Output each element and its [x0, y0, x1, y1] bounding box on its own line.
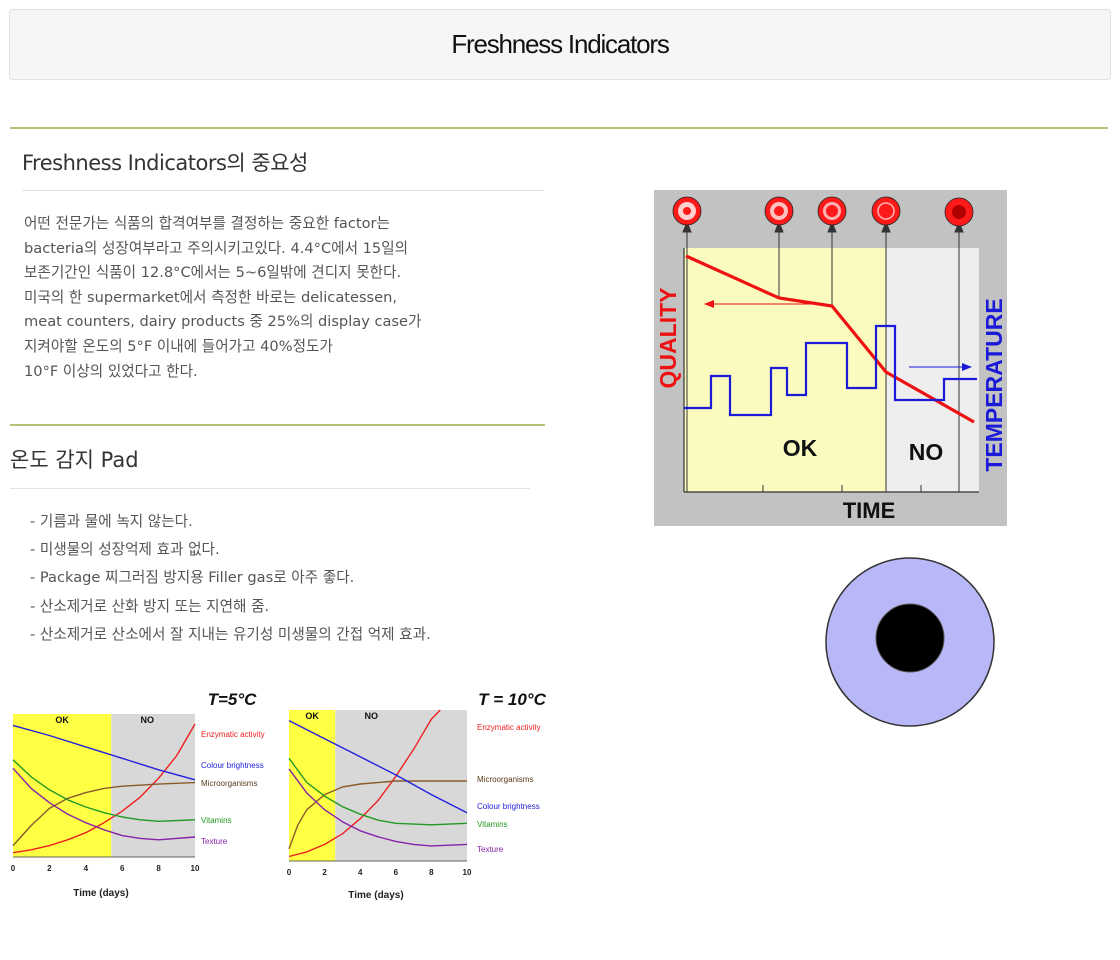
zone-ok-label: OK [55, 715, 69, 725]
list-item: - 산소제거로 산소에서 잘 지내는 유기성 미생물의 간접 억제 효과. [30, 625, 431, 643]
chart-zone-no [335, 710, 467, 861]
pad-feature-list: - 기름과 물에 녹지 않는다. - 미생물의 성장억제 효과 없다. - Pa… [30, 508, 431, 649]
series-line-microorganisms [288, 780, 467, 850]
quality-arrow [704, 300, 822, 308]
series-lines [12, 723, 196, 854]
ok-zone [684, 248, 886, 492]
temperature-label: TEMPERATURE [981, 298, 1007, 471]
x-axis-label: Time (days) [348, 890, 403, 901]
importance-paragraph: 어떤 전문가는 식품의 합격여부를 결정하는 중요한 factor는 bacte… [24, 212, 524, 384]
legend-vitamins: Vitamins [201, 816, 232, 825]
diagram-ticks [762, 485, 922, 492]
temperature-arrow [909, 363, 972, 371]
freshness-chart-10c: OK NO 0 2 4 6 8 10 T = 10°C Time (days) Enzym… [287, 690, 547, 901]
legend-microorganisms: Microorganisms [201, 779, 257, 788]
series-line-colour-brightness [288, 719, 468, 814]
list-item: - 기름과 물에 녹지 않는다. [30, 513, 193, 530]
legend-vitamins: Vitamins [477, 820, 508, 829]
list-item: - 산소제거로 산화 방지 또는 지연해 줌. [30, 597, 270, 615]
ok-label: OK [783, 435, 818, 461]
x-axis-label: Time (days) [73, 888, 128, 899]
series-line-vitamins [12, 759, 196, 823]
paragraph-line: 어떤 전문가는 식품의 합격여부를 결정하는 중요한 factor는 [24, 215, 390, 232]
paragraph-line: 보존기간인 식품이 12.8°C에서는 5~6일밖에 견디지 못한다. [24, 264, 402, 282]
legend-texture: Texture [477, 845, 504, 854]
list-item: - 미생물의 성장억제 효과 없다. [30, 541, 220, 559]
zone-no-label: NO [141, 715, 155, 725]
zone-no-label: NO [365, 711, 379, 721]
chart-zone-ok [289, 710, 336, 861]
x-tick-label: 0 [287, 868, 292, 877]
section-title-pad: 온도 감지 Pad [10, 448, 139, 472]
x-tick-label: 4 [84, 864, 89, 873]
legend-enzymatic-activity: Enzymatic activity [201, 730, 265, 739]
x-tick-label: 6 [120, 864, 125, 873]
indicator-dot [944, 197, 974, 227]
time-label: TIME [843, 498, 896, 523]
temperature-pad-image [825, 557, 995, 727]
x-tick-labels: 0 2 4 6 8 10 [11, 864, 200, 873]
series-line-texture [12, 767, 196, 841]
temperature-line [684, 324, 977, 417]
x-tick-label: 0 [11, 864, 16, 873]
x-tick-label: 2 [322, 868, 327, 877]
paragraph-line: 10°F 이상의 있었다고 한다. [24, 362, 198, 380]
x-tick-labels: 0 2 4 6 8 10 [287, 868, 472, 877]
quality-line [685, 254, 975, 424]
indicator-dot [764, 196, 794, 226]
indicator-dot [672, 196, 702, 226]
legend-colour-brightness: Colour brightness [201, 761, 264, 770]
series-line-vitamins [288, 757, 468, 826]
indicator-arrows [682, 220, 964, 492]
x-tick-label: 4 [358, 868, 363, 877]
x-tick-label: 8 [156, 864, 161, 873]
section-divider-top [10, 127, 1108, 129]
legend-texture: Texture [201, 837, 228, 846]
x-tick-label: 10 [191, 864, 200, 873]
x-tick-label: 6 [394, 868, 399, 877]
section-title-importance: Freshness Indicators의 중요성 [22, 151, 308, 175]
series-line-microorganisms [12, 781, 196, 847]
series-line-enzymatic-activity [288, 709, 441, 858]
indicator-dot [817, 196, 847, 226]
paragraph-line: bacteria의 성장여부라고 주의시키고있다. 4.4°C에서 15일의 [24, 239, 409, 257]
indicator-dots [672, 196, 974, 227]
chart-title: T = 10°C [478, 690, 546, 709]
section-divider-mid [10, 424, 545, 426]
page-title: Freshness Indicators [451, 29, 670, 59]
pad-center-dot [875, 603, 945, 673]
no-label: NO [909, 439, 944, 465]
paragraph-line: 미국의 한 supermarket에서 측정한 바로는 delicatessen… [24, 288, 398, 306]
series-line-texture [288, 768, 468, 847]
series-line-colour-brightness [12, 724, 196, 781]
section-underline [22, 190, 544, 191]
legend-microorganisms: Microorganisms [477, 775, 533, 784]
legend-enzymatic-activity: Enzymatic activity [477, 723, 541, 732]
freshness-chart-5c: OK NO 0 2 4 6 8 10 T=5°C Time (days) Enzymati… [11, 690, 265, 899]
series-lines [288, 709, 468, 858]
x-tick-label: 2 [47, 864, 52, 873]
indicator-dot [871, 196, 901, 226]
zone-ok-label: OK [305, 711, 319, 721]
x-tick-label: 8 [429, 868, 434, 877]
quality-label: QUALITY [655, 288, 681, 389]
legend-colour-brightness: Colour brightness [477, 802, 540, 811]
indicator-diagram: OK NO TIME QUALITY TEMPERATURE [654, 190, 1007, 526]
chart-title: T=5°C [208, 690, 258, 709]
list-item: - Package 찌그러짐 방지용 Filler gas로 아주 좋다. [30, 569, 355, 587]
paragraph-line: meat counters, dairy products 중 25%의 dis… [24, 313, 422, 331]
page-header: Freshness Indicators [9, 9, 1111, 80]
section-underline [10, 488, 530, 489]
paragraph-line: 지켜야할 온도의 5°F 이내에 들어가고 40%정도가 [24, 337, 333, 355]
x-tick-label: 10 [463, 868, 472, 877]
series-line-enzymatic-activity [12, 723, 196, 854]
